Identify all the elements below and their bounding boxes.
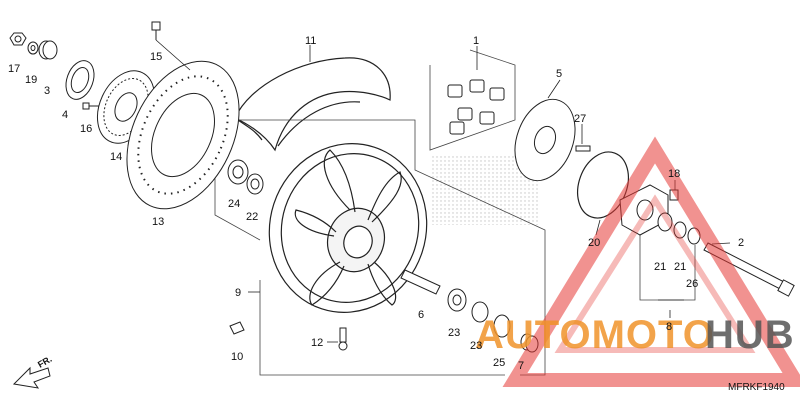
diagram-code: MFRKF1940 <box>728 382 785 393</box>
callout-26: 26 <box>686 278 698 290</box>
callout-18: 18 <box>668 168 680 180</box>
callout-16: 16 <box>80 123 92 135</box>
part-10-balance-weight <box>229 321 245 335</box>
part-3-collar <box>38 40 58 60</box>
part-21-bearings <box>657 212 687 239</box>
part-16-bolt <box>82 102 100 110</box>
watermark: AUTOMOTO HUB <box>475 136 800 387</box>
part-4-seal <box>65 60 95 100</box>
callout-21-right: 21 <box>674 261 686 273</box>
callout-19: 19 <box>25 74 37 86</box>
callout-2: 2 <box>738 237 744 249</box>
watermark-brand-right: HUB <box>705 313 795 357</box>
callout-7: 7 <box>518 360 524 372</box>
part-19-washer <box>27 41 39 55</box>
callout-23-right: 23 <box>470 340 482 352</box>
callout-27: 27 <box>574 113 586 125</box>
callout-4: 4 <box>62 109 68 121</box>
callout-10: 10 <box>231 351 243 363</box>
tire <box>234 57 391 152</box>
part-27-stud <box>575 145 591 152</box>
part-1-damper-rubbers <box>447 79 505 135</box>
part-25-seal <box>493 314 511 338</box>
callout-1: 1 <box>473 35 479 47</box>
callout-23-left: 23 <box>448 327 460 339</box>
part-5-flange <box>514 98 576 182</box>
callout-22: 22 <box>246 211 258 223</box>
callouts: 17 19 3 4 16 14 15 13 11 24 22 1 5 27 18… <box>8 35 744 372</box>
part-24-bearing <box>227 159 249 185</box>
direction-label: FR. <box>36 354 54 370</box>
watermark-brand-left: AUTOMOTO <box>475 313 715 357</box>
warning-triangle-icon <box>502 136 800 387</box>
part-22-seal <box>246 173 264 195</box>
callout-5: 5 <box>556 68 562 80</box>
part-12-valve <box>338 327 348 351</box>
wheel-rim <box>268 143 428 313</box>
callout-3: 3 <box>44 85 50 97</box>
callout-13: 13 <box>152 216 164 228</box>
callout-14: 14 <box>110 151 122 163</box>
callout-15: 15 <box>150 51 162 63</box>
callout-21-left: 21 <box>654 261 666 273</box>
callout-17: 17 <box>8 63 20 75</box>
callout-8: 8 <box>666 321 672 333</box>
callout-12: 12 <box>311 337 323 349</box>
part-23-bearing <box>447 288 489 323</box>
callout-25: 25 <box>493 357 505 369</box>
arrow-icon <box>12 366 51 389</box>
part-13-brake-disc <box>126 60 240 210</box>
callout-6: 6 <box>418 309 424 321</box>
front-direction-arrow: FR. <box>12 354 54 389</box>
callout-9: 9 <box>235 287 241 299</box>
part-17-nut <box>9 32 27 46</box>
part-6-spacer <box>400 269 441 295</box>
callout-24: 24 <box>228 198 240 210</box>
part-15-bolt <box>151 21 161 40</box>
callout-20: 20 <box>588 237 600 249</box>
callout-11: 11 <box>305 35 316 47</box>
